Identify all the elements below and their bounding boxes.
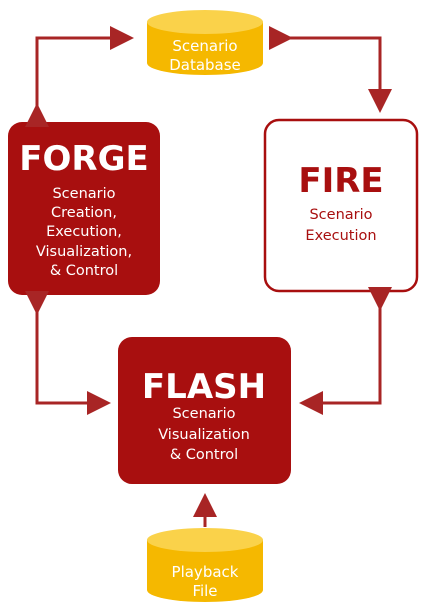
- fire-box: FIRE Scenario Execution: [263, 118, 419, 293]
- fire-title: FIRE: [298, 161, 383, 201]
- forge-line-3: Execution,: [46, 224, 122, 240]
- database-label-line1: Scenario: [172, 37, 237, 55]
- scenario-database-cylinder: Scenario Database: [147, 10, 263, 75]
- arrow-database-fire: [269, 26, 392, 113]
- flash-box: FLASH Scenario Visualization & Control: [118, 337, 291, 484]
- flash-line-1: Scenario: [172, 406, 235, 422]
- arrow-forge-flash: [25, 291, 111, 415]
- forge-box: FORGE Scenario Creation, Execution, Visu…: [8, 122, 160, 295]
- playback-cylinder-top: [147, 528, 263, 552]
- database-cylinder-top: [147, 10, 263, 34]
- database-cylinder-body: [147, 22, 263, 75]
- forge-line-4: Visualization,: [36, 244, 132, 260]
- flash-line-2: Visualization: [158, 427, 250, 443]
- fire-line-2: Execution: [305, 228, 376, 244]
- forge-title: FORGE: [19, 139, 148, 179]
- flash-title: FLASH: [142, 367, 266, 407]
- playback-file-cylinder: Playback File: [147, 528, 263, 602]
- forge-box-background: [8, 122, 160, 295]
- flash-line-3: & Control: [170, 447, 238, 463]
- playback-label-line1: Playback: [172, 563, 239, 581]
- playback-label-line2: File: [192, 582, 217, 600]
- forge-line-5: & Control: [50, 263, 118, 279]
- flash-box-background: [118, 337, 291, 484]
- forge-line-1: Scenario: [52, 186, 115, 202]
- arrow-forge-database: [25, 26, 134, 127]
- playback-cylinder-body: [147, 540, 263, 602]
- forge-line-2: Creation,: [51, 205, 117, 221]
- connector-arrows: [25, 26, 392, 527]
- fire-line-1: Scenario: [309, 207, 372, 223]
- arrow-fire-flash: [299, 287, 392, 415]
- database-label-line2: Database: [169, 56, 241, 74]
- fire-box-background: [263, 118, 419, 293]
